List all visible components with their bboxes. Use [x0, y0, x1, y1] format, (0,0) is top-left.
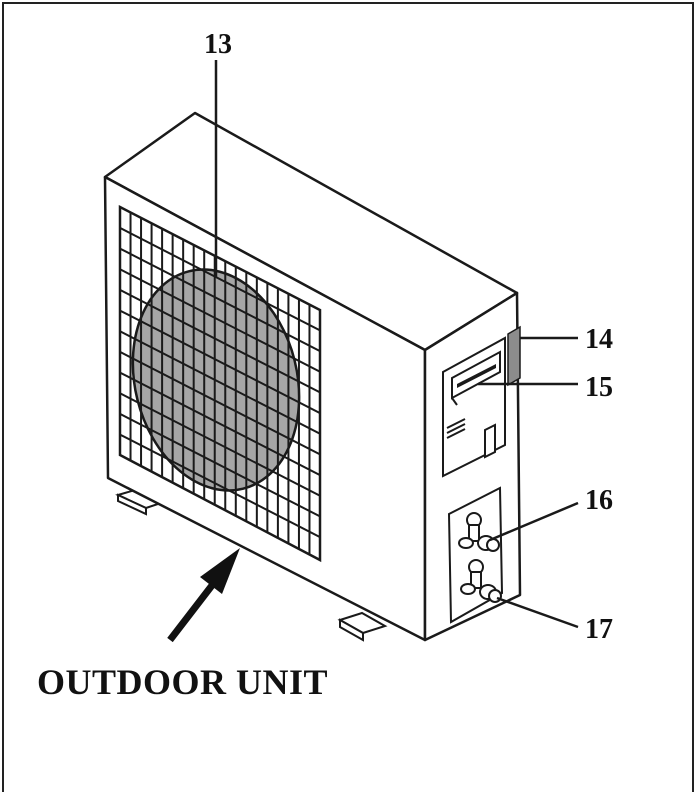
airflow-arrow — [167, 548, 240, 643]
callout-17: 17 — [585, 614, 613, 645]
rating-plate — [484, 423, 496, 459]
grille-horizontal-bar — [120, 423, 320, 549]
side-top-cover — [507, 325, 521, 387]
grille-border — [118, 204, 322, 563]
grille-horizontal-bar — [120, 382, 320, 507]
callout-14: 14 — [585, 324, 613, 355]
valve-panel — [447, 486, 504, 624]
liquid-valve — [458, 512, 500, 552]
grille-horizontal-bar — [120, 258, 320, 383]
left-foot-side — [117, 493, 147, 516]
grille-horizontal-bar — [120, 402, 320, 528]
diagram-caption: OUTDOOR UNIT — [37, 662, 328, 702]
grille-horizontal-bar — [120, 278, 320, 404]
callout-13: 13 — [204, 29, 232, 60]
grille-horizontal-bar — [120, 216, 320, 342]
right-foot-side — [339, 618, 364, 642]
leader-17 — [496, 596, 579, 629]
callout-15: 15 — [585, 372, 613, 403]
grille-horizontal-bar — [120, 340, 320, 466]
grille-horizontal-bar — [120, 237, 320, 363]
gas-valve — [460, 559, 502, 603]
leader-16 — [489, 501, 579, 542]
grille-horizontal-bar — [120, 299, 320, 425]
handle-lip — [451, 397, 458, 406]
electrical-panel — [442, 336, 506, 478]
vent-slots — [446, 418, 466, 439]
grille-horizontal-bar — [120, 320, 320, 445]
handle-slot — [457, 364, 496, 388]
grille-horizontal-bar — [120, 361, 320, 487]
leader-lines — [214, 60, 579, 629]
callout-16: 16 — [585, 485, 613, 516]
